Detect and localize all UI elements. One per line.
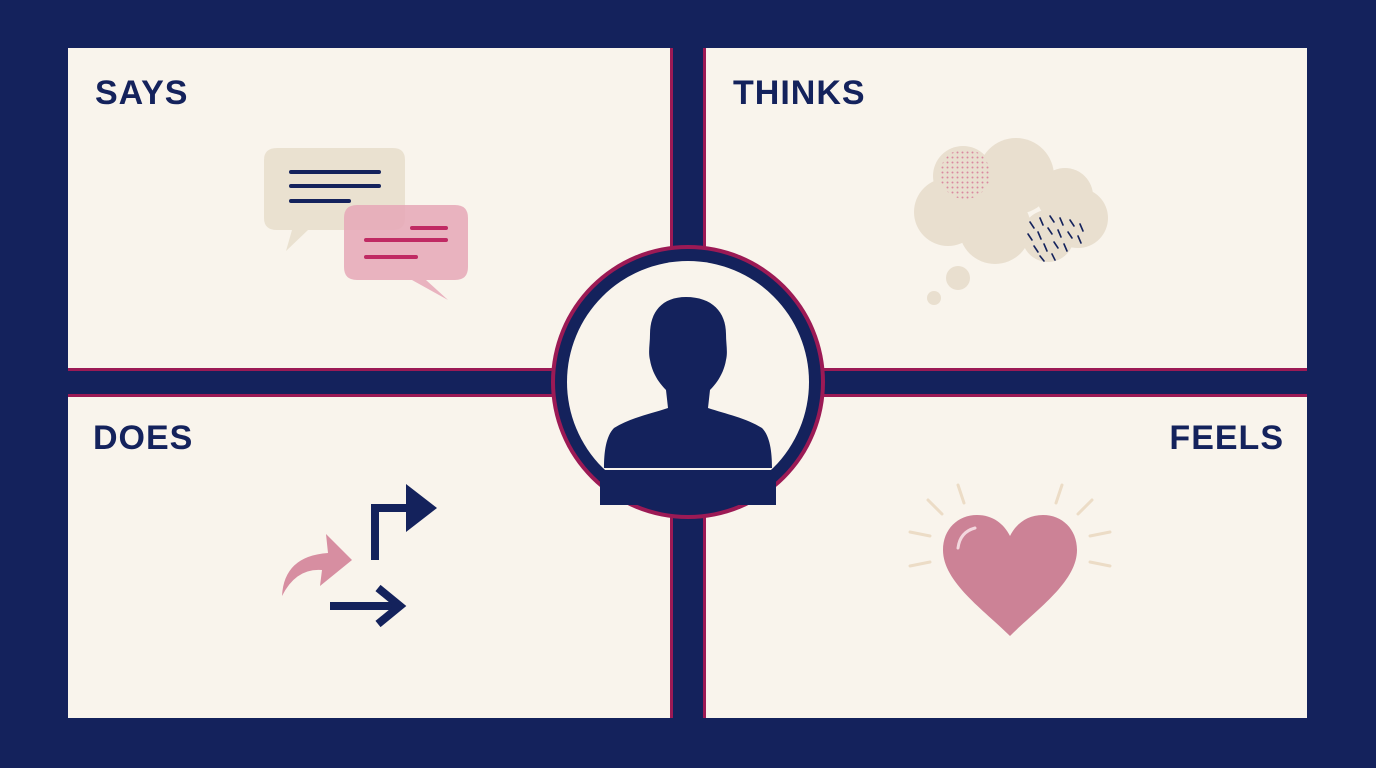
- divider-accent-bottom-right: [703, 517, 706, 718]
- says-label: SAYS: [95, 74, 189, 112]
- divider-accent-left-top: [68, 368, 556, 371]
- divider-accent-top-left: [670, 48, 673, 248]
- speech-bubbles-icon: [264, 148, 468, 300]
- person-silhouette-icon: [600, 297, 776, 505]
- divider-accent-bottom-left: [670, 517, 673, 718]
- arrows-icon: [282, 484, 437, 628]
- divider-accent-left-bottom: [68, 394, 556, 397]
- feels-label: FEELS: [1169, 419, 1284, 457]
- divider-accent-right-top: [820, 368, 1307, 371]
- does-label: DOES: [93, 419, 194, 457]
- thought-cloud-icon: [914, 138, 1108, 305]
- center-user-circle: [551, 245, 825, 519]
- divider-accent-right-bottom: [820, 394, 1307, 397]
- divider-accent-top-right: [703, 48, 706, 248]
- heart-icon: [908, 483, 1112, 636]
- thinks-label: THINKS: [733, 74, 866, 112]
